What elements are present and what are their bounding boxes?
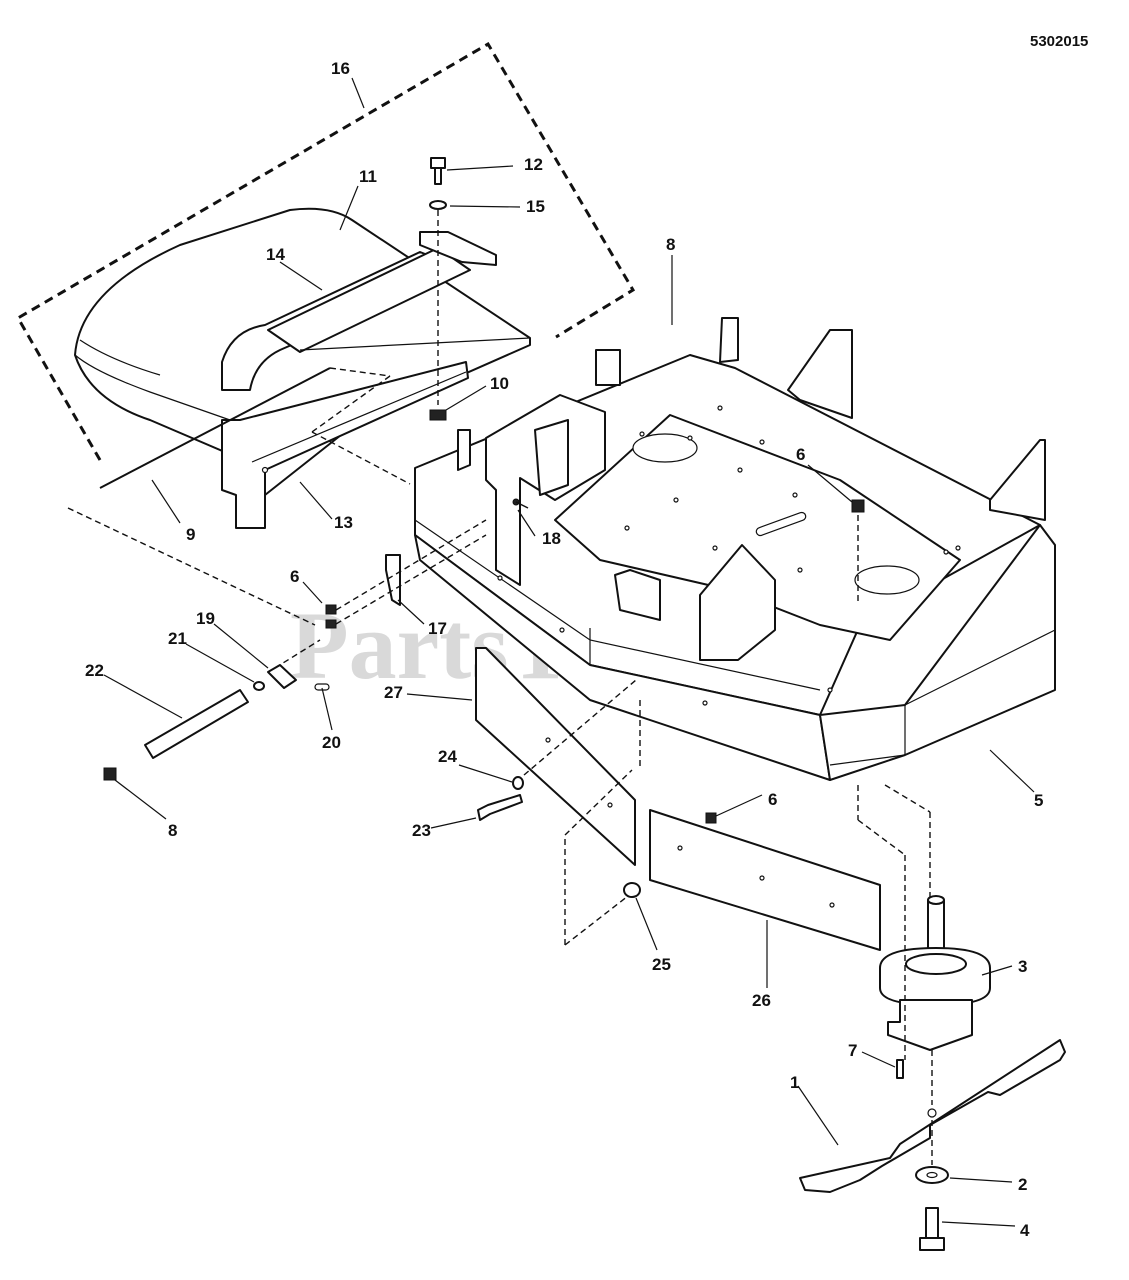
callout-8-bottom: 8 [168, 821, 177, 840]
callout-4: 4 [1020, 1221, 1030, 1240]
hinge-plate [221, 361, 469, 529]
mower-deck [414, 317, 1056, 781]
deck-mounting-holes [497, 405, 961, 706]
callout-labels: 16 11 14 12 15 10 8 9 13 18 6 6 17 19 21… [85, 59, 1043, 1240]
deflector-bracket [221, 231, 531, 391]
callout-16: 16 [331, 59, 350, 78]
spindle-bolt [896, 1059, 904, 1079]
callout-6-deck: 6 [796, 445, 805, 464]
lower-baffle-plate [649, 809, 881, 951]
callout-5: 5 [1034, 791, 1043, 810]
bolt-washer-nut-stack [429, 157, 447, 421]
callout-8-top: 8 [666, 235, 675, 254]
spindle-assembly [879, 895, 991, 1051]
callout-10: 10 [490, 374, 509, 393]
callout-11: 11 [359, 167, 377, 186]
callout-13: 13 [334, 513, 353, 532]
callout-2: 2 [1018, 1175, 1027, 1194]
callout-6-baffle: 6 [768, 790, 777, 809]
callout-23: 23 [412, 821, 431, 840]
spacer [623, 882, 641, 898]
baffle-plate [475, 647, 636, 866]
callout-7: 7 [848, 1041, 857, 1060]
callout-1: 1 [790, 1073, 799, 1092]
callout-17: 17 [428, 619, 447, 638]
washer [512, 776, 524, 790]
callout-19: 19 [196, 609, 215, 628]
callout-9: 9 [186, 525, 195, 544]
callout-6-left: 6 [290, 567, 299, 586]
callout-12: 12 [524, 155, 543, 174]
flange-nut [705, 812, 717, 824]
deck-nut [851, 499, 865, 513]
spring-linkage [67, 498, 529, 781]
leader-lines [103, 77, 1035, 1227]
callout-15: 15 [526, 197, 545, 216]
carriage-bolt [477, 794, 523, 821]
callout-3: 3 [1018, 957, 1027, 976]
hinge-rod [99, 367, 331, 489]
callout-14: 14 [266, 245, 285, 264]
callout-26: 26 [752, 991, 771, 1010]
callout-21: 21 [168, 629, 187, 648]
callout-25: 25 [652, 955, 671, 974]
callout-18: 18 [542, 529, 561, 548]
callout-27: 27 [384, 683, 403, 702]
spindle-hole-right [854, 565, 920, 595]
callout-22: 22 [85, 661, 104, 680]
mower-blade [799, 1039, 1066, 1193]
callout-24: 24 [438, 747, 457, 766]
blade-bolt [925, 1207, 939, 1239]
diagram-number: 5302015 [1030, 33, 1088, 50]
callout-20: 20 [322, 733, 341, 752]
chute-assembly-outline [15, 41, 636, 461]
spindle-hole-left [632, 433, 698, 463]
